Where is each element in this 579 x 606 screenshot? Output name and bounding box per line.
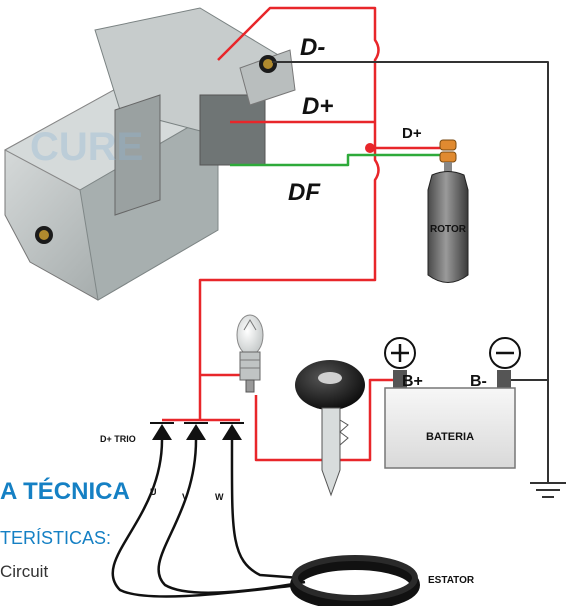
d-minus-label: D- [300,34,325,61]
rotor-d-plus-label: D+ [402,125,422,142]
junction-dot [365,143,375,153]
diode-trio: D+ TRIO U V W [100,422,244,502]
v-label: V [182,492,188,502]
d-plus-label: D+ [302,93,333,120]
d-plus-trio-label: D+ TRIO [100,434,136,444]
indicator-bulb [236,314,264,393]
stator: ESTATOR [290,555,475,606]
df-label: DF [288,179,321,206]
ground-icon [530,482,566,498]
rotor: D+ ROTOR [402,125,469,283]
ignition-key [295,360,365,497]
bateria-label: BATERIA [426,431,474,443]
watermark: CURE [30,125,143,169]
b-plus-label: B+ [402,373,423,390]
rotor-label: ROTOR [430,224,467,235]
caption-title: A TÉCNICA [0,478,130,505]
u-label: U [150,487,157,497]
voltage-regulator: CURE [3,7,296,301]
estator-label: ESTATOR [428,575,475,586]
caption-subtitle: TERÍSTICAS: [0,528,112,548]
w-label: W [215,492,224,502]
battery: B+ B- BATERIA [384,337,521,469]
wires [111,6,549,598]
caption-text: Circuit [0,562,49,581]
b-minus-label: B- [470,373,487,390]
